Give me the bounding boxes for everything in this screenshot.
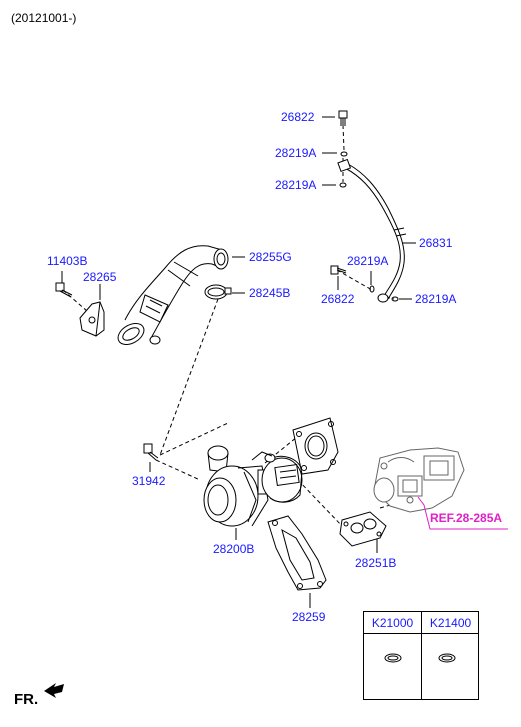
part-label-28219A-1[interactable]: 28219A — [275, 146, 317, 160]
table-divider — [421, 634, 422, 700]
bracket-28265 — [79, 301, 105, 337]
part-label-28219A-2[interactable]: 28219A — [275, 178, 317, 192]
oring-icon-k21000 — [384, 653, 402, 663]
part-label-28245B[interactable]: 28245B — [249, 286, 291, 300]
variant-column-k21000: K21000 — [364, 612, 422, 634]
oil-feed-pipe-26831 — [337, 158, 407, 303]
clamp-28245B — [204, 284, 232, 300]
bolt-11403B — [55, 282, 73, 298]
gasket-28251B — [339, 511, 387, 547]
washer-28219A-3 — [369, 285, 375, 293]
part-label-28259[interactable]: 28259 — [292, 610, 326, 624]
front-direction-label: FR. — [14, 691, 39, 708]
turbo-gasket-top — [292, 417, 339, 475]
part-label-28251B[interactable]: 28251B — [355, 556, 397, 570]
reference-link[interactable]: REF.28-285A — [430, 511, 503, 525]
intake-hose-28255G — [117, 245, 229, 345]
part-label-28255G[interactable]: 28255G — [249, 250, 292, 264]
part-label-31942[interactable]: 31942 — [132, 474, 166, 488]
part-label-11403B[interactable]: 11403B — [47, 254, 88, 268]
exhaust-manifold-reference — [373, 447, 465, 513]
variant-table: K21000 K21400 — [363, 611, 479, 700]
part-label-26822-top[interactable]: 26822 — [281, 110, 315, 124]
washer-28219A-1 — [340, 151, 348, 157]
part-label-26822-mid[interactable]: 26822 — [321, 292, 355, 306]
bracket-28259 — [267, 515, 327, 591]
part-label-28219A-4[interactable]: 28219A — [415, 292, 457, 306]
bolt-26822-mid — [330, 265, 347, 275]
part-label-28265[interactable]: 28265 — [83, 270, 117, 284]
washer-28219A-2 — [339, 182, 347, 188]
reference-leader — [417, 496, 508, 530]
date-range: (20121001-) — [11, 11, 77, 25]
variant-column-k21400: K21400 — [422, 612, 479, 634]
part-label-28219A-3[interactable]: 28219A — [347, 254, 389, 268]
washer-28219A-4 — [391, 296, 399, 302]
part-label-26831[interactable]: 26831 — [419, 236, 453, 250]
assembly-dashed-lines — [62, 124, 419, 528]
oring-icon-k21400 — [438, 653, 456, 663]
bolt-26822-top — [338, 110, 348, 126]
front-direction-arrow-icon — [44, 683, 64, 698]
bolt-31942 — [143, 443, 159, 461]
turbocharger-28200B — [203, 445, 303, 527]
part-label-28200B[interactable]: 28200B — [213, 542, 255, 556]
